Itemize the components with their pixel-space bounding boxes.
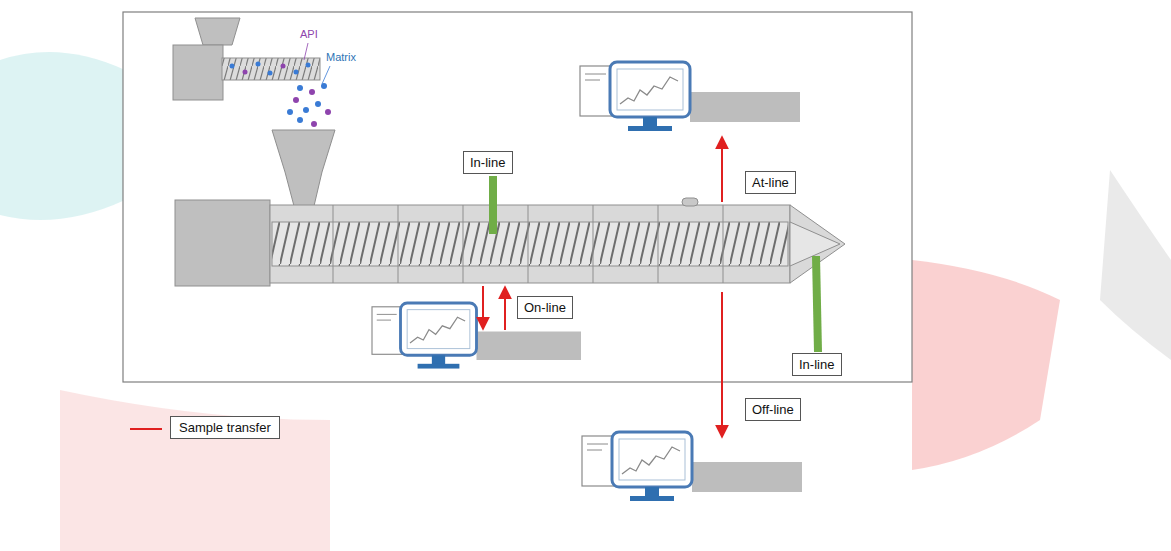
method-label: Off-line bbox=[752, 402, 794, 417]
material-label: Matrix bbox=[326, 51, 356, 63]
method-label: On-line bbox=[524, 300, 566, 315]
method-label: At-line bbox=[752, 175, 789, 190]
legend-entry: Sample transfer bbox=[170, 416, 280, 439]
method-label-box: In-line bbox=[792, 353, 842, 376]
method-label-box: At-line bbox=[745, 171, 796, 194]
method-label-box: On-line bbox=[517, 296, 573, 319]
method-label: In-line bbox=[470, 155, 506, 170]
method-label-box: Off-line bbox=[745, 398, 801, 421]
method-label: In-line bbox=[799, 357, 835, 372]
legend-line-sample bbox=[130, 428, 162, 430]
method-label-box: In-line bbox=[463, 151, 513, 174]
legend-label: Sample transfer bbox=[170, 416, 280, 439]
material-label: API bbox=[300, 28, 318, 40]
